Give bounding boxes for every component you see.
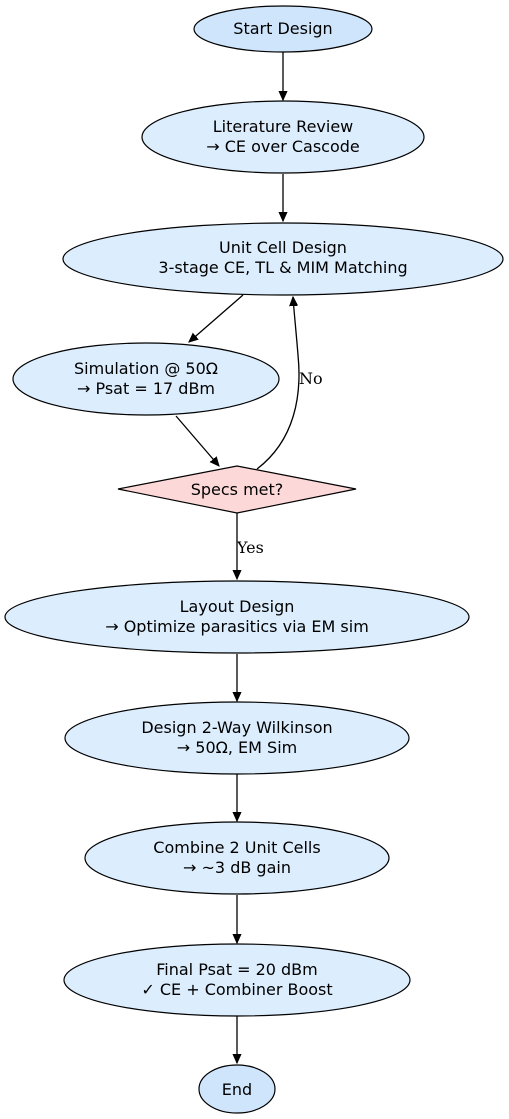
node-simulation: Simulation @ 50Ω → Psat = 17 dBm xyxy=(12,342,280,416)
edge-label-yes: Yes xyxy=(236,538,264,557)
node-combine-line-2: → ~3 dB gain xyxy=(183,858,291,877)
node-unit-cell-design-line-2: 3-stage CE, TL & MIM Matching xyxy=(158,258,407,277)
node-unit-cell-design-line-1: Unit Cell Design xyxy=(219,238,347,257)
node-literature-review-line-1: Literature Review xyxy=(213,117,354,136)
node-end: End xyxy=(198,1064,276,1114)
node-wilkinson-line-2: → 50Ω, EM Sim xyxy=(177,738,297,757)
node-simulation-line-2: → Psat = 17 dBm xyxy=(77,379,215,398)
edge-decision-to-unit-cell-no xyxy=(256,297,300,470)
edge-unit-cell-to-simulation xyxy=(189,294,244,342)
node-literature-review: Literature Review → CE over Cascode xyxy=(141,100,425,174)
node-literature-review-line-2: → CE over Cascode xyxy=(206,137,360,156)
edge-label-no: No xyxy=(299,369,323,388)
node-layout-design-line-2: → Optimize parasitics via EM sim xyxy=(105,617,369,636)
node-layout-design-line-1: Layout Design xyxy=(180,597,295,616)
node-combine-line-1: Combine 2 Unit Cells xyxy=(153,838,320,857)
edge-simulation-to-decision xyxy=(175,415,219,466)
node-final-psat-line-2: ✓ CE + Combiner Boost xyxy=(141,980,332,999)
node-final-psat: Final Psat = 20 dBm ✓ CE + Combiner Boos… xyxy=(63,943,411,1017)
node-wilkinson-line-1: Design 2-Way Wilkinson xyxy=(141,718,332,737)
node-decision-specs-met: Specs met? xyxy=(117,465,357,514)
node-final-psat-line-1: Final Psat = 20 dBm xyxy=(156,960,317,979)
node-combine: Combine 2 Unit Cells → ~3 dB gain xyxy=(84,821,390,895)
node-start-line-1: Start Design xyxy=(233,19,332,38)
node-wilkinson: Design 2-Way Wilkinson → 50Ω, EM Sim xyxy=(64,701,410,775)
node-unit-cell-design: Unit Cell Design 3-stage CE, TL & MIM Ma… xyxy=(62,222,504,296)
node-layout-design: Layout Design → Optimize parasitics via … xyxy=(4,580,470,654)
node-decision-line-1: Specs met? xyxy=(191,480,284,499)
node-simulation-line-1: Simulation @ 50Ω xyxy=(74,359,218,378)
node-start: Start Design xyxy=(193,5,373,53)
node-end-line-1: End xyxy=(222,1080,252,1099)
